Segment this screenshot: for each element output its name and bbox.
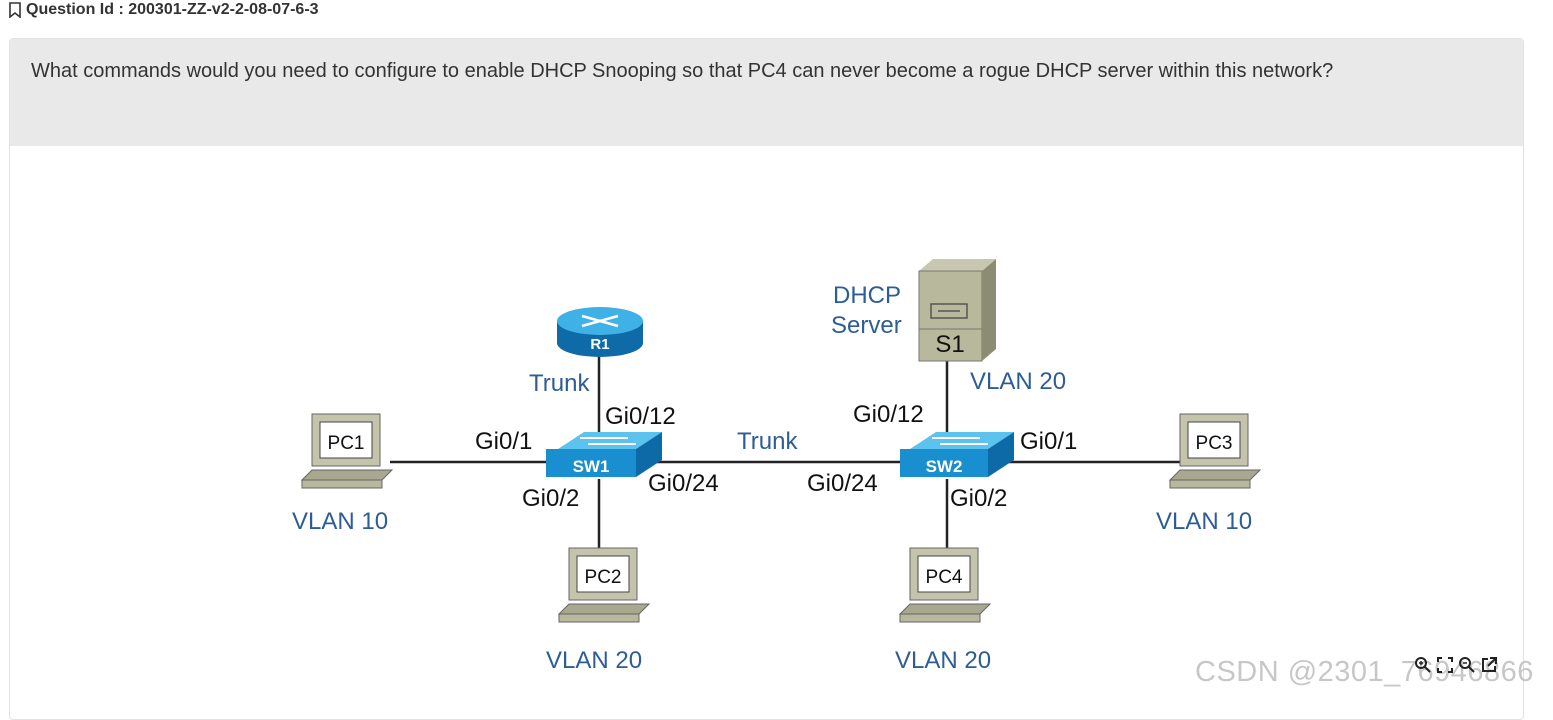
pc-pc1[interactable]: PC1 [300, 413, 394, 489]
bookmark-icon[interactable] [8, 2, 22, 18]
pc-pc2[interactable]: PC2 [557, 547, 651, 623]
switch-arrows-icon [932, 437, 988, 445]
pc-label: PC1 [328, 433, 365, 454]
pc-pc4[interactable]: PC4 [898, 547, 992, 623]
port-label: Gi0/24 [807, 470, 878, 497]
image-toolbar [1414, 656, 1498, 674]
router-arrows-icon [581, 314, 619, 328]
trunk-label-r1: Trunk [529, 370, 590, 397]
switch-label: SW2 [926, 457, 963, 476]
pc-label: PC2 [585, 567, 622, 588]
vlan-label-server: VLAN 20 [970, 368, 1066, 395]
pc-label: PC4 [926, 567, 963, 588]
pc-pc3[interactable]: PC3 [1168, 413, 1262, 489]
question-card: What commands would you need to configur… [9, 38, 1524, 720]
port-label: Gi0/24 [648, 470, 719, 497]
pc-label: PC3 [1196, 433, 1233, 454]
server-label: S1 [935, 331, 964, 358]
vlan-label-pc1: VLAN 10 [292, 508, 388, 535]
switch-label: SW1 [573, 457, 610, 476]
zoom-in-icon[interactable] [1414, 656, 1432, 674]
switch-arrows-icon [580, 437, 636, 445]
port-label: Gi0/2 [522, 485, 579, 512]
server-s1[interactable]: S1 [918, 259, 996, 362]
port-label: Gi0/12 [853, 401, 924, 428]
zoom-out-icon[interactable] [1458, 656, 1476, 674]
port-label: Gi0/1 [475, 428, 532, 455]
network-diagram: R1 SW1 SW2 [292, 259, 1262, 674]
server-role-line2: Server [831, 312, 902, 339]
router-r1[interactable]: R1 [557, 307, 643, 357]
vlan-label-pc3: VLAN 10 [1156, 508, 1252, 535]
question-id-label: Question Id : 200301-ZZ-v2-2-08-07-6-3 [26, 1, 319, 18]
server-role-line1: DHCP [833, 282, 901, 309]
question-id: Question Id : 200301-ZZ-v2-2-08-07-6-3 [8, 0, 319, 20]
fullscreen-icon[interactable] [1436, 656, 1454, 674]
trunk-label-switches: Trunk [737, 428, 798, 455]
links [390, 351, 1185, 549]
router-label: R1 [590, 336, 609, 353]
port-label: Gi0/1 [1020, 428, 1077, 455]
vlan-label-pc4: VLAN 20 [895, 647, 991, 674]
switch-sw1[interactable]: SW1 [546, 432, 662, 477]
switch-sw2[interactable]: SW2 [900, 432, 1014, 477]
port-label: Gi0/12 [605, 403, 676, 430]
port-label: Gi0/2 [950, 485, 1007, 512]
open-external-icon[interactable] [1480, 656, 1498, 674]
question-text: What commands would you need to configur… [10, 39, 1523, 146]
vlan-label-pc2: VLAN 20 [546, 647, 642, 674]
